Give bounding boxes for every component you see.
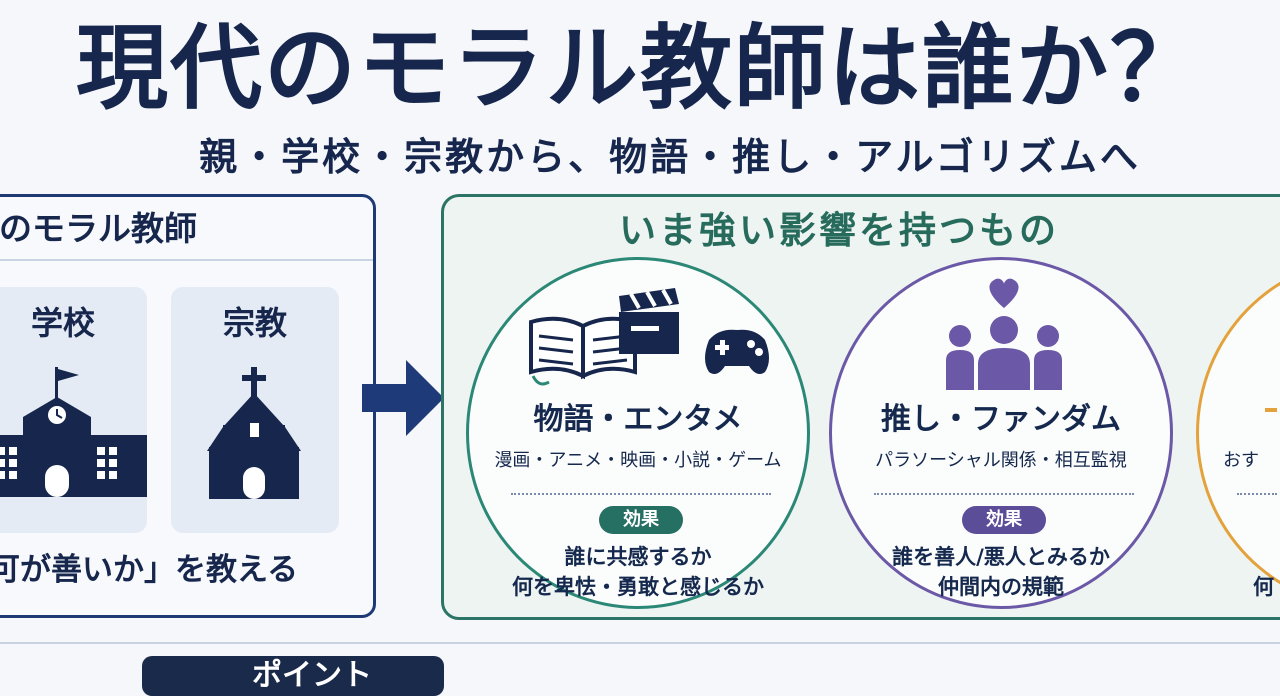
divider: [874, 493, 1134, 495]
story-entertainment-desc: 漫画・アニメ・映画・小説・ゲーム: [494, 450, 782, 471]
traditional-teachers-panel: のモラル教師 学校 宗教: [0, 194, 376, 618]
algorithm-desc-partial: おす: [1223, 450, 1259, 471]
divider: [1237, 493, 1277, 495]
divider: [511, 493, 771, 495]
story-effect-2: 何を卑怯・勇敢と感じるか: [512, 575, 764, 599]
effect-badge: 効果: [599, 506, 683, 534]
current-influences-panel: いま強い影響を持つもの 物語・エンタメ 漫: [441, 194, 1280, 620]
partial-icon: [1265, 408, 1277, 412]
fandom-desc: パラソーシャル関係・相互監視: [875, 450, 1127, 471]
fandom-title: 推し・ファンダム: [881, 402, 1121, 437]
gamepad-icon: [705, 329, 769, 374]
bottom-divider: [0, 642, 1280, 644]
effect-badge: 効果: [962, 506, 1046, 534]
religion-card: 宗教: [171, 287, 339, 533]
story-entertainment-circle: 物語・エンタメ 漫画・アニメ・映画・小説・ゲーム 効果 誰に共感するか 何を卑怯…: [466, 257, 810, 609]
school-icon: [0, 367, 147, 497]
fandom-effect-2: 仲間内の規範: [938, 575, 1064, 599]
school-card: 学校: [0, 287, 147, 533]
left-panel-title: のモラル教師: [0, 209, 197, 248]
fandom-effect-1: 誰を善人/悪人とみるか: [892, 545, 1110, 569]
page-subtitle: 親・学校・宗教から、物語・推し・アルゴリズムへ: [199, 135, 1141, 179]
point-badge: ポイント: [142, 656, 444, 696]
religion-card-label: 宗教: [222, 304, 287, 342]
story-icons: [529, 288, 769, 386]
left-panel-footer: 可が善いか」を教える: [0, 552, 299, 588]
algorithm-circle-partial: おす 何: [1196, 257, 1280, 609]
algorithm-effect-partial: 何: [1253, 575, 1274, 599]
heart-community-icon: [946, 278, 1062, 390]
arrow-right-icon: [362, 360, 444, 436]
church-icon: [207, 367, 301, 499]
left-panel-header: のモラル教師: [0, 197, 373, 261]
story-effect-1: 誰に共感するか: [564, 545, 712, 569]
right-panel-title: いま強い影響を持つもの: [619, 209, 1059, 252]
story-effects: 誰に共感するか 何を卑怯・勇敢と感じるか: [469, 542, 807, 602]
story-entertainment-title: 物語・エンタメ: [533, 402, 743, 437]
school-card-label: 学校: [30, 304, 95, 342]
fandom-effects: 誰を善人/悪人とみるか 仲間内の規範: [832, 542, 1170, 602]
clapperboard-icon: [619, 288, 679, 354]
fandom-circle: 推し・ファンダム パラソーシャル関係・相互監視 効果 誰を善人/悪人とみるか 仲…: [829, 257, 1173, 609]
page-title: 現代のモラル教師は誰か？: [75, 15, 1204, 122]
